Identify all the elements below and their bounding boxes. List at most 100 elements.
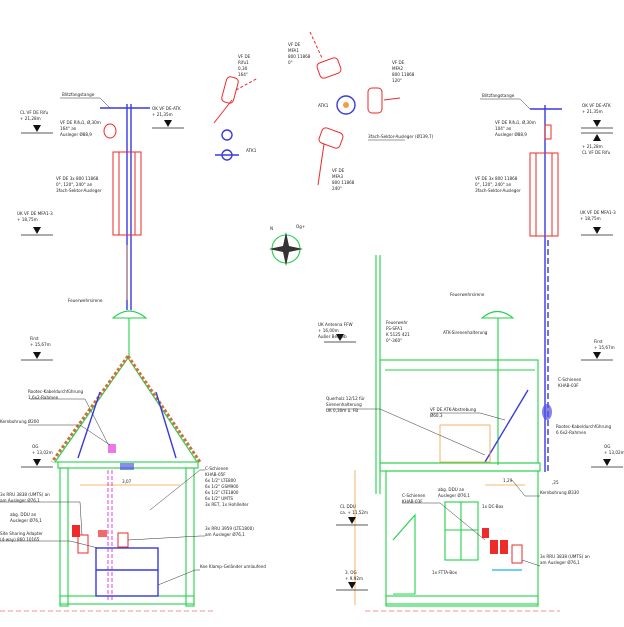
- label-line: + 18,75m: [580, 216, 601, 222]
- label-line: VF DE: [288, 42, 301, 48]
- label-line: KHAB-03F: [402, 499, 423, 505]
- level-triangle-icon: [33, 352, 41, 359]
- label-r-blitz: Blitzfangstange: [482, 93, 515, 99]
- label-line: Feuerwehrsirene: [68, 298, 103, 304]
- label-l-ok-atk: OK VF DE-ATK+ 21,35m: [152, 106, 181, 118]
- label-line: ATK1: [318, 103, 329, 109]
- label-r-3og: 3. OG+ 9,92m: [345, 570, 363, 582]
- label-line: VF DE 3x 800 11868: [56, 176, 99, 182]
- right-elevation: [354, 105, 562, 612]
- level-triangle-icon: [593, 134, 601, 141]
- level-triangle-icon: [603, 459, 611, 466]
- label-line: Außer Betrieb: [318, 334, 347, 340]
- label-line: VF DE Rifu1, Ø,30m: [495, 119, 536, 126]
- label-line: + 16,00m: [318, 328, 339, 334]
- label-line: VF DE: [392, 60, 405, 66]
- label-line: VF DE 3x 800 11868: [475, 176, 518, 182]
- label-line: Kee Klamp-Geländer umlaufend: [200, 564, 266, 570]
- sector-bracket-plan: [336, 95, 356, 115]
- level-triangle-icon: [33, 459, 41, 466]
- label-l-ssa: Site Sharing Adapter(4-way) 860 10165: [0, 531, 43, 543]
- label-line: 3x RRU 3838 (UMTS) an: [540, 554, 590, 560]
- label-line: 0,30: [238, 66, 248, 72]
- plan-view: [213, 31, 401, 266]
- label-line: KHAB-03F: [558, 383, 579, 389]
- label-line: 3x RET, 1x Hohlleiter: [205, 502, 249, 508]
- label-line: C-Schienen: [558, 377, 582, 383]
- label-line: C-Schienen: [402, 493, 426, 499]
- label-line: 164°: [238, 72, 248, 78]
- label-line: + 13,02m: [604, 450, 624, 456]
- label-line: MFA3: [332, 174, 343, 180]
- label-line: OK VF DE-ATK: [582, 103, 611, 109]
- label-line: FS-SFA1: [386, 326, 403, 332]
- label-line: Feuerwehrsirene: [450, 292, 485, 298]
- level-triangle-icon: [593, 352, 601, 359]
- mfa3-antenna: [318, 127, 344, 149]
- level-triangle-icon: [593, 120, 601, 127]
- roof: [53, 357, 199, 463]
- label-line: UK Antenna FFW: [318, 322, 353, 328]
- label-line: 120°: [392, 78, 402, 84]
- mfa2-antenna: [367, 87, 383, 114]
- label-line: Blitzfangstange: [482, 93, 515, 99]
- label-line: N: [270, 226, 273, 232]
- level-triangle-icon: [164, 120, 172, 127]
- left-elevation: [0, 104, 215, 612]
- label-line: 800 11868: [332, 180, 355, 186]
- label-line: 3x RRU 3959 (LTE1800): [205, 526, 254, 532]
- label-line: 6x 1/2" LTE800: [205, 478, 236, 484]
- label-line: ATK1: [246, 148, 257, 154]
- label-line: abg. DDU an: [10, 512, 37, 518]
- label-line: 3fach-Sektor-Ausleger: [56, 188, 102, 194]
- label-line: OG: [604, 444, 610, 450]
- label-l-og: OG+ 13,02m: [32, 444, 53, 456]
- label-line: Ausleger Ø76,1: [10, 517, 42, 524]
- label-line: 0°, 120°, 240° an: [475, 182, 512, 188]
- label-line: 800 11868: [392, 72, 415, 78]
- label-line: 800 11868: [288, 54, 311, 60]
- label-p-n: N: [270, 226, 273, 232]
- label-line: 240°: [332, 186, 342, 192]
- label-line: OK VF DE-ATK: [152, 106, 181, 112]
- label-l-first: First+ 15,67m: [30, 336, 51, 348]
- kee-klamp-railing: [95, 547, 159, 597]
- label-line: + 9,92m: [345, 576, 363, 582]
- label-line: + 18,75m: [17, 217, 38, 223]
- label-line: 6x 1/2" UMTS: [205, 496, 233, 502]
- label-line: MFA1: [288, 48, 299, 54]
- label-line: K 5125 421: [386, 332, 410, 338]
- label-line: Ausleger Ø88,9: [60, 131, 92, 138]
- label-line: + 15,67m: [30, 342, 51, 348]
- label-r-ok-atk: OK VF DE-ATK+ 21,35m: [582, 103, 611, 115]
- label-line: 3fach-Sektor-Ausleger: [475, 188, 521, 194]
- label-line: + 13,02m: [32, 450, 53, 456]
- label-line: am Ausleger Ø76,1: [0, 497, 40, 504]
- label-line: 6x 1/2" LTE1800: [205, 490, 239, 496]
- level-markers: [21, 120, 623, 591]
- ddu-unit: [72, 525, 80, 537]
- label-r-dim25: ,25: [552, 480, 559, 486]
- label-line: 1,29: [503, 478, 513, 484]
- label-r-kern: Kernbohrung Ø330: [540, 489, 579, 496]
- label-line: ,25: [552, 480, 559, 486]
- label-line: Querholz 12/12 für: [326, 396, 365, 402]
- label-line: + 15,67m: [594, 345, 615, 351]
- label-r-dcbox: 1x DC-Box: [482, 504, 504, 510]
- rru-3959: [117, 532, 129, 548]
- label-line: UK VF DE MFA1-3: [580, 210, 616, 216]
- label-line: abg. DDU an: [438, 487, 465, 493]
- label-line: 0°-360°: [386, 338, 402, 344]
- label-r-uk-mfa: UK VF DE MFA1-3+ 18,75m: [580, 210, 616, 222]
